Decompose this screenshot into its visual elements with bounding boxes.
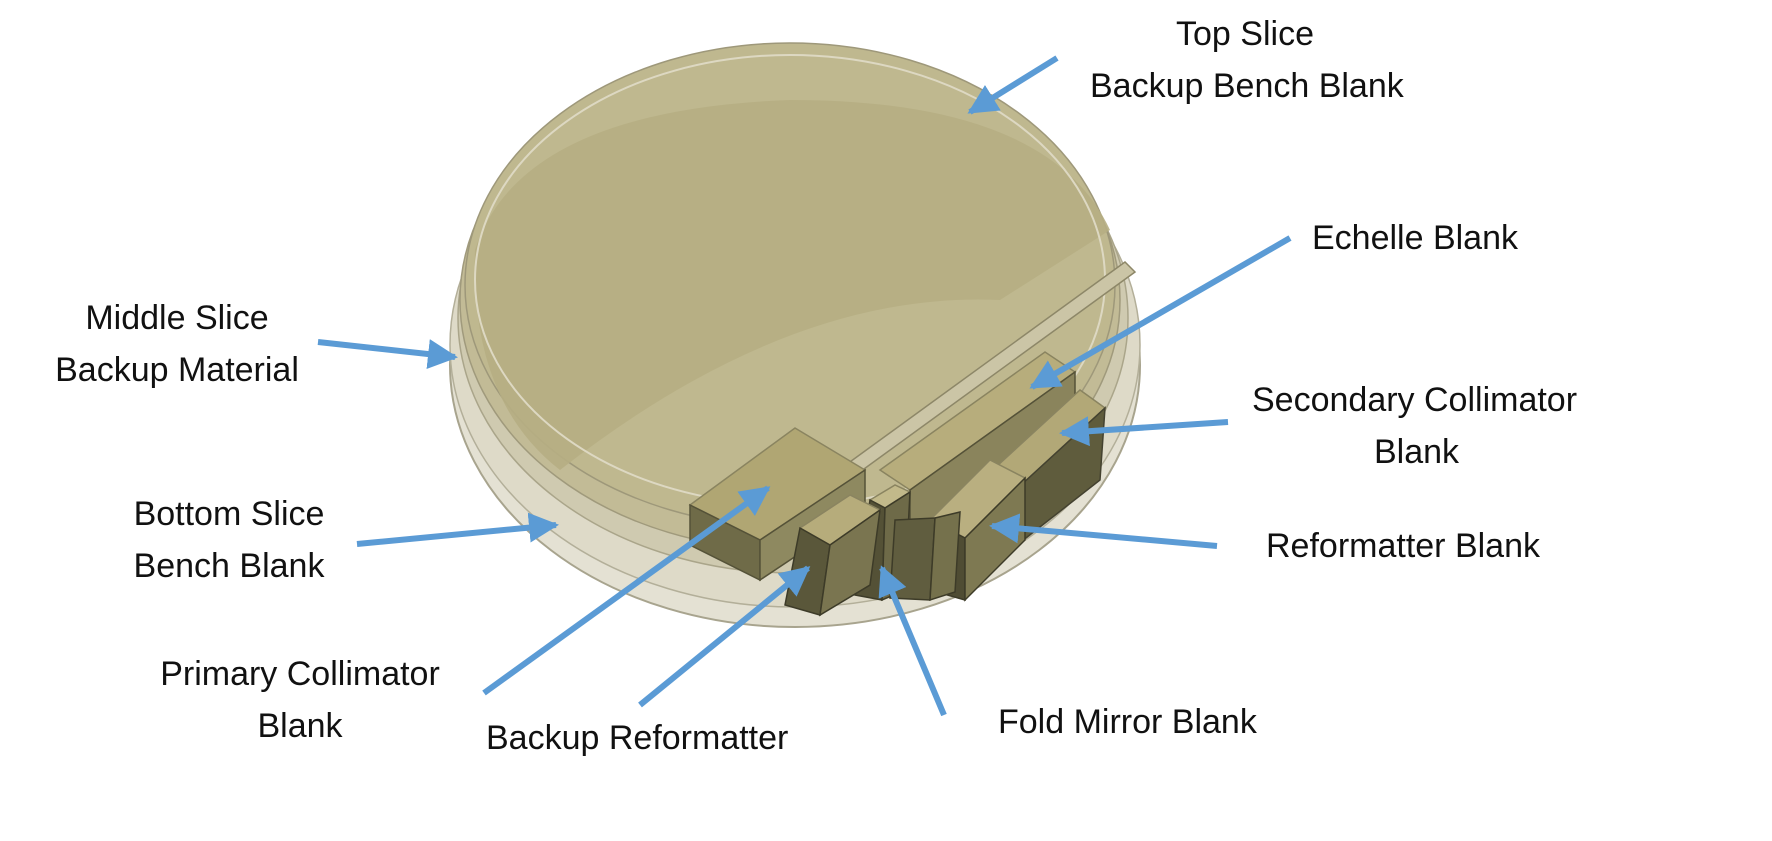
label-top-slice-line2: Backup Bench Blank [1090,60,1400,112]
label-middle-slice-line2: Backup Material [42,344,312,396]
label-top-slice: Top Slice Backup Bench Blank [1090,8,1400,112]
label-echelle: Echelle Blank [1300,212,1530,264]
label-primary-collimator-line1: Primary Collimator [150,648,450,700]
arrow-top-slice [970,58,1057,112]
label-backup-reformatter: Backup Reformatter [486,712,796,764]
label-backup-reformatter-line1: Backup Reformatter [486,712,796,764]
label-middle-slice: Middle Slice Backup Material [42,292,312,396]
label-bottom-slice-line1: Bottom Slice [118,488,340,540]
label-fold-mirror: Fold Mirror Blank [998,696,1288,748]
label-reformatter: Reformatter Blank [1258,520,1548,572]
label-secondary-collimator: Secondary Collimator Blank [1252,374,1772,478]
label-primary-collimator-line2: Blank [150,700,450,752]
front-blocks-row [890,512,960,600]
label-bottom-slice-line2: Bench Blank [118,540,340,592]
label-secondary-collimator-line1: Secondary Collimator [1252,374,1772,426]
label-primary-collimator: Primary Collimator Blank [150,648,450,752]
label-reformatter-line1: Reformatter Blank [1258,520,1548,572]
arrow-middle-slice [318,342,455,357]
label-middle-slice-line1: Middle Slice [42,292,312,344]
label-secondary-collimator-line2: Blank [1252,426,1772,478]
label-top-slice-line1: Top Slice [1090,8,1400,60]
label-fold-mirror-line1: Fold Mirror Blank [998,696,1288,748]
label-bottom-slice: Bottom Slice Bench Blank [118,488,340,592]
arrow-bottom-slice [357,525,556,544]
label-echelle-line1: Echelle Blank [1300,212,1530,264]
